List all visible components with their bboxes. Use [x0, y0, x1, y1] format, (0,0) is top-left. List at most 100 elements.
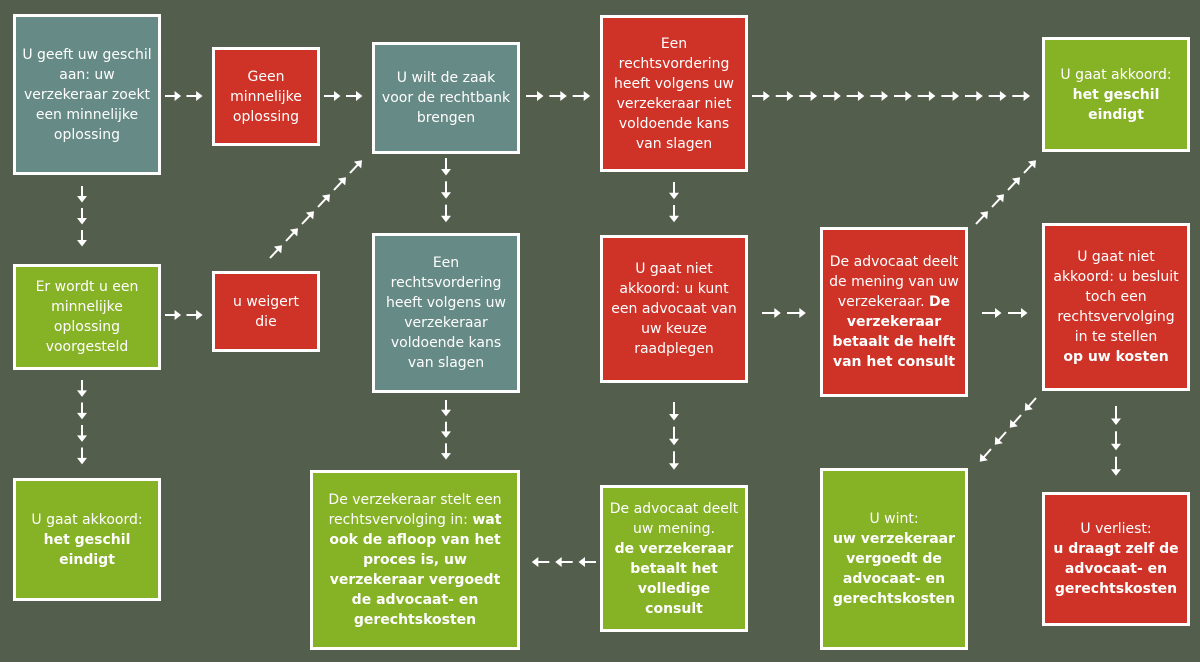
- arrow-head: [77, 218, 87, 225]
- box-u-verliest: U verliest: u draagt zelf de advocaat- en…: [1042, 492, 1190, 626]
- arrow-head: [531, 557, 539, 567]
- arrow-head: [337, 177, 346, 186]
- box-u-weigert: u weigert die: [212, 271, 320, 352]
- arrow-head: [763, 91, 770, 101]
- arrow-head: [669, 414, 679, 421]
- box-text: De advocaat deelt uw mening.: [609, 500, 739, 537]
- box-u-wint: U wint: uw verzekeraar vergoedt de advoca…: [820, 468, 968, 650]
- box-bold-text: de verzekeraar betaalt het volledige con…: [614, 540, 734, 617]
- box-bold-text: het geschil eindigt: [1072, 86, 1160, 123]
- arrow-head: [77, 240, 87, 247]
- arrow-head: [289, 228, 298, 237]
- arrow-head: [1027, 160, 1036, 169]
- arrow-head: [810, 91, 818, 101]
- arrow-head: [441, 409, 451, 417]
- box-zaak-rechtbank: U wilt de zaak voor de rechtbank brengen: [372, 42, 520, 154]
- box-advocaat-deelt-verzekeraar: De advocaat deelt de mening van uw verze…: [820, 227, 968, 397]
- arrow-head: [1111, 469, 1121, 476]
- box-verzekeraar-stelt-rechtsvervolging: De verzekeraar stelt een rechtsvervolgin…: [310, 470, 520, 650]
- box-text: U gaat niet akkoord: u kunt een advocaat…: [611, 261, 737, 357]
- arrow-head: [999, 91, 1007, 101]
- arrow-head: [1111, 443, 1121, 451]
- arrow-head: [1009, 419, 1018, 428]
- box-text: U wilt de zaak voor de rechtbank brengen: [381, 70, 511, 126]
- arrow-head: [273, 245, 282, 254]
- box-text: u weigert die: [232, 293, 300, 330]
- arrow-head: [669, 192, 679, 200]
- box-bold-text: wat ook de afloop van het proces is, uw …: [329, 512, 502, 628]
- box-text: Geen minnelijke oplossing: [230, 68, 302, 125]
- box-text: Een rechtsvordering heeft volgens uw ver…: [614, 35, 734, 152]
- arrow-head: [583, 91, 591, 101]
- box-oplossing-voorgesteld: Er wordt u een minnelijke oplossing voor…: [13, 264, 161, 370]
- box-geen-minnelijke-oplossing: Geen minnelijke oplossing: [212, 47, 320, 146]
- box-text: Een rechtsvordering heeft volgens uw ver…: [386, 255, 506, 371]
- box-text: U gaat akkoord:: [31, 511, 143, 528]
- arrow-head: [321, 194, 330, 203]
- arrow-head: [786, 91, 794, 101]
- arrow-head: [77, 390, 87, 397]
- arrow-head: [669, 438, 679, 446]
- box-text: Er wordt u een minnelijke oplossing voor…: [35, 279, 139, 355]
- arrow-head: [174, 91, 182, 101]
- box-akkoord-geschil-eindigt-top: U gaat akkoord:het geschil eindigt: [1042, 37, 1190, 152]
- arrow-head: [995, 194, 1004, 203]
- arrow-head: [334, 91, 341, 101]
- arrow-head: [928, 91, 936, 101]
- arrow-head: [995, 308, 1002, 318]
- arrow-head: [537, 91, 544, 101]
- box-text: U gaat niet akkoord: u besluit toch een …: [1053, 249, 1179, 345]
- arrow-head: [578, 557, 585, 567]
- box-akkoord-geschil-eindigt-bottom: U gaat akkoord: het geschil eindigt: [13, 478, 161, 601]
- arrow-head: [77, 435, 87, 442]
- arrow-head: [1021, 308, 1028, 318]
- arrow-head: [979, 211, 988, 220]
- box-bold-text: De verzekeraar betaalt de helft van het …: [832, 294, 956, 370]
- box-text: De verzekeraar stelt een rechtsvervolgin…: [328, 492, 502, 528]
- arrow-head: [356, 91, 363, 101]
- arrow-head: [979, 453, 988, 462]
- box-text: De advocaat deelt de mening van uw verze…: [829, 254, 959, 310]
- arrow-head: [174, 310, 182, 320]
- arrow-head: [441, 192, 451, 199]
- box-bold-text: het geschil eindigt: [43, 531, 131, 568]
- arrow-head: [669, 215, 679, 223]
- arrow-head: [196, 91, 203, 101]
- arrow-head: [196, 310, 203, 320]
- box-bold-text: u draagt zelf de advocaat- en gerechtsko…: [1053, 541, 1179, 597]
- box-niet-akkoord-advocaat: U gaat niet akkoord: u kunt een advocaat…: [600, 235, 748, 383]
- arrow-head: [994, 436, 1003, 445]
- arrow-head: [669, 463, 679, 470]
- box-bold-text: op uw kosten: [1063, 349, 1169, 365]
- arrow-head: [857, 91, 865, 101]
- arrow-head: [353, 160, 362, 169]
- arrow-head: [1023, 91, 1031, 101]
- arrow-head: [1111, 418, 1121, 425]
- arrow-head: [441, 431, 451, 438]
- arrow-head: [305, 211, 314, 220]
- box-niet-akkoord-eigen-kosten: U gaat niet akkoord: u besluit toch een …: [1042, 223, 1190, 391]
- arrow-head: [441, 215, 451, 223]
- arrow-head: [881, 91, 889, 101]
- arrow-head: [952, 91, 960, 101]
- arrow-head: [1024, 402, 1033, 411]
- arrow-head: [555, 557, 562, 567]
- box-text: U verliest:: [1080, 521, 1152, 537]
- box-advocaat-deelt-uw-mening: De advocaat deelt uw mening.de verzekera…: [600, 485, 748, 632]
- arrow-head: [1011, 177, 1020, 186]
- arrow-head: [774, 308, 781, 318]
- arrow-head: [77, 457, 87, 465]
- box-text: U geeft uw geschil aan: uw verzekeraar z…: [22, 46, 152, 143]
- arrow-head: [560, 91, 567, 101]
- box-niet-voldoende-kans: Een rechtsvordering heeft volgens uw ver…: [600, 15, 748, 172]
- arrow-head: [77, 196, 87, 203]
- arrow-head: [976, 91, 983, 101]
- arrow-head: [441, 453, 451, 460]
- arrow-head: [905, 91, 912, 101]
- arrow-head: [77, 412, 87, 420]
- box-bold-text: uw verzekeraar vergoedt de advocaat- en …: [832, 531, 956, 607]
- arrow-head: [441, 169, 451, 176]
- box-text: U wint:: [869, 511, 919, 527]
- arrow-head: [834, 91, 841, 101]
